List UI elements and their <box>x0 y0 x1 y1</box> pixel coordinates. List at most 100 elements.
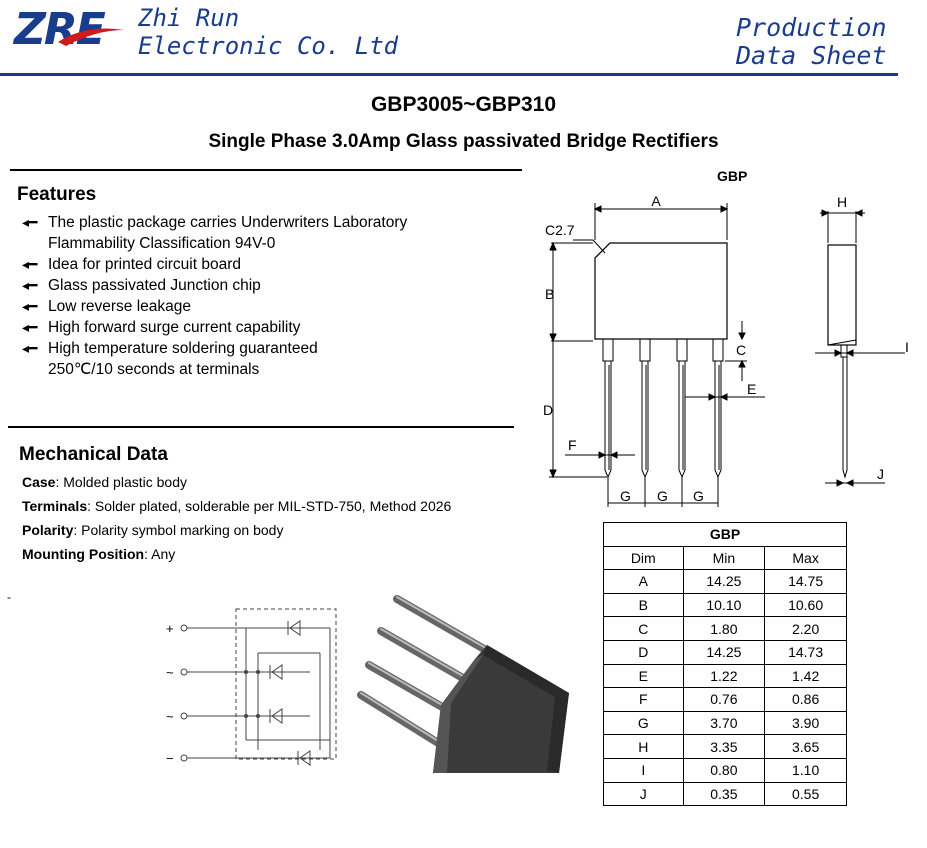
cell-dim: G <box>603 710 684 736</box>
package-outline-drawing: A C2.7 B C D E F G G G H I J <box>543 193 909 507</box>
cell-max: 3.65 <box>764 734 847 759</box>
cell-min: 1.80 <box>682 616 766 641</box>
cell-min: 0.35 <box>682 781 766 807</box>
feature-item: ◂━The plastic package carries Underwrite… <box>22 214 408 252</box>
cell-dim: J <box>603 781 684 807</box>
dim-label-d: D <box>543 402 553 418</box>
feature-item: ◂━High forward surge current capability <box>22 319 301 336</box>
dim-label-g1: G <box>620 488 631 504</box>
company-name-line1: Zhi Run <box>138 4 240 32</box>
dim-label-g2: G <box>657 488 668 504</box>
pin-label-plus: + <box>166 621 174 636</box>
logo-text: ZRE <box>14 4 106 55</box>
stray-mark: - <box>7 590 11 604</box>
dim-label-b: B <box>545 286 554 302</box>
mech-row-case: Case: Molded plastic body <box>22 474 187 490</box>
cell-max: 2.20 <box>764 616 847 641</box>
cell-min: 3.70 <box>682 710 766 736</box>
cell-max: 1.10 <box>764 757 847 783</box>
cell-dim: B <box>603 592 684 618</box>
bullet-arrow-icon: ◂━ <box>22 256 38 272</box>
cell-min: 10.10 <box>682 592 766 618</box>
bullet-arrow-icon: ◂━ <box>22 319 38 335</box>
mechanical-rule <box>8 426 514 428</box>
logo-swoosh-icon <box>58 28 124 46</box>
features-heading: Features <box>17 184 97 205</box>
company-name: Zhi Run Electronic Co. Ltd <box>138 4 398 60</box>
cell-min: 14.25 <box>682 639 766 665</box>
features-rule <box>10 169 522 171</box>
cell-dim: F <box>603 687 684 712</box>
col-header-min: Min <box>682 545 766 571</box>
pin-label-minus: − <box>166 751 174 766</box>
mech-row-mounting: Mounting Position: Any <box>22 546 176 562</box>
cell-dim: D <box>603 639 684 665</box>
package-3d-image <box>357 595 569 773</box>
header-divider <box>0 73 898 76</box>
cell-dim: E <box>603 663 684 689</box>
bullet-arrow-icon: ◂━ <box>22 340 38 356</box>
dim-label-c: C <box>736 342 746 358</box>
cell-max: 0.86 <box>764 687 847 712</box>
pin-label-ac2: ~ <box>166 709 174 724</box>
cell-dim: I <box>603 757 684 783</box>
dim-label-a: A <box>651 193 661 209</box>
cell-dim: C <box>603 616 684 641</box>
dim-label-h: H <box>837 194 847 210</box>
mechanical-data: Case: Molded plastic body Terminals: Sol… <box>22 470 512 566</box>
bridge-schematic: + ~ ~ − <box>166 608 337 766</box>
company-logo: ZRE <box>14 4 106 55</box>
cell-min: 14.25 <box>682 569 766 594</box>
table-title: GBP <box>603 522 847 547</box>
bullet-arrow-icon: ◂━ <box>22 214 38 230</box>
features-list: ◂━The plastic package carries Underwrite… <box>18 212 508 380</box>
dim-label-i: I <box>905 339 909 355</box>
cell-dim: H <box>603 734 684 759</box>
page-title: GBP3005~GBP310 <box>370 93 557 116</box>
cell-max: 14.75 <box>764 569 847 594</box>
mechanical-heading: Mechanical Data <box>19 444 168 465</box>
company-name-line2: Electronic Co. Ltd <box>138 32 399 60</box>
col-header-dim: Dim <box>603 545 684 571</box>
col-header-max: Max <box>764 545 847 571</box>
cell-min: 1.22 <box>682 663 766 689</box>
pin-label-ac1: ~ <box>166 665 174 680</box>
cell-min: 0.76 <box>682 687 766 712</box>
cell-max: 0.55 <box>764 781 847 807</box>
page-subtitle: Single Phase 3.0Amp Glass passivated Bri… <box>208 131 719 152</box>
feature-item: ◂━Low reverse leakage <box>22 298 192 315</box>
document-type: Production Data Sheet <box>736 14 887 70</box>
bullet-arrow-icon: ◂━ <box>22 298 38 314</box>
dim-label-j: J <box>877 466 884 482</box>
mech-row-polarity: Polarity: Polarity symbol marking on bod… <box>22 522 284 538</box>
table-header-row: Dim Min Max <box>603 545 847 571</box>
cell-dim: A <box>603 569 684 594</box>
dim-label-c27: C2.7 <box>545 222 575 238</box>
package-title: GBP <box>717 168 748 184</box>
feature-item: ◂━Idea for printed circuit board <box>22 256 241 273</box>
bullet-arrow-icon: ◂━ <box>22 277 38 293</box>
document-type-line1: Production <box>736 13 887 42</box>
mech-row-terminals: Terminals: Solder plated, solderable per… <box>22 498 452 514</box>
cell-min: 3.35 <box>682 734 766 759</box>
feature-item: ◂━Glass passivated Junction chip <box>22 277 261 294</box>
cell-max: 1.42 <box>764 663 847 689</box>
cell-min: 0.80 <box>682 757 766 783</box>
cell-max: 3.90 <box>764 710 847 736</box>
document-type-line2: Data Sheet <box>736 41 887 70</box>
cell-max: 14.73 <box>764 639 847 665</box>
table-title-row: GBP <box>603 522 847 547</box>
dim-label-g3: G <box>693 488 704 504</box>
dim-label-f: F <box>568 437 577 453</box>
dim-label-e: E <box>747 381 756 397</box>
